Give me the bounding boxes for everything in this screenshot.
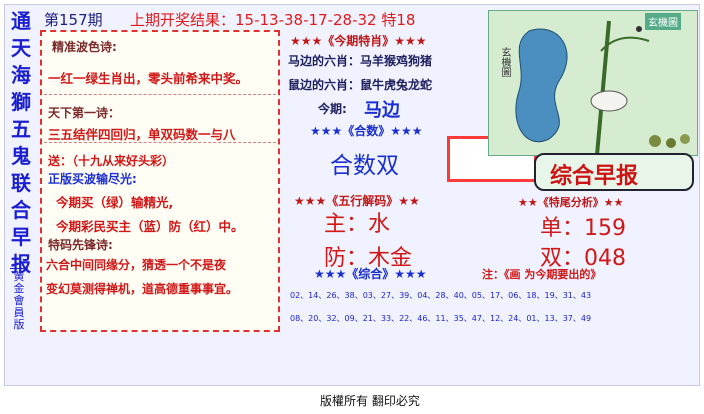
wave-poem-line: 一红一绿生肖出，零头前希来中奖。 [48,71,249,86]
wuxing-heading: ★★★《五行解码》★★ [294,194,420,208]
today-value: 马边 [364,100,400,121]
puzzle-watermark: 玄機圖 [645,13,681,30]
title-subtitle: 黄金會員版 [10,268,28,331]
heshu-value: 合数双 [330,153,399,179]
special-poem-title: 特码先锋诗: [48,238,113,252]
title-char: 联 [11,171,31,195]
heshu-heading: ★★★《合数》★★★ [310,124,423,138]
special-poem-line-2: 变幻莫测得禅机，道高德重事事宜。 [46,282,239,296]
divider [44,142,276,143]
brand-text: 综合早报 [550,164,639,189]
special-poem-line-1: 六合中间同缘分，猜透一个不是夜 [46,258,227,272]
guard-element: 防：木金 [324,246,413,271]
title-char: 合 [11,198,31,222]
issue-number: 第157期 [44,11,103,29]
footer-copyright: 版權所有 翻印必究 [320,394,420,408]
puzzle-illustration [489,11,697,156]
horse-side-zodiacs: 马边的六肖：马羊猴鸡狗猪 [288,54,433,68]
puzzle-label: 玄機圖 [499,47,510,77]
main-element: 主：水 [324,212,391,237]
tail-analysis-heading: ★★《特尾分析》★★ [518,196,624,209]
brand-banner: 综合早报 [534,153,694,191]
even-tail: 双：048 [540,246,626,271]
puzzle-image: 玄機圖 玄機圖 [488,10,698,156]
title-char: 早 [11,225,31,249]
vertical-title: 通 天 海 獅 五 鬼 联 合 早 报 [8,8,34,340]
divider [44,94,276,95]
number-row-2: 08、20、32、09、21、33、22、46、11、35、47、12、24、0… [290,314,592,323]
title-char: 五 [11,117,31,141]
title-char: 通 [11,9,31,33]
poem-box: 精准波色诗: 一红一绿生肖出，零头前希来中奖。 天下第一诗： 三五结伴四回归，单… [40,30,280,332]
note: 注：《画 为今期要出的》 [482,268,602,281]
title-char: 鬼 [11,144,31,168]
combo-heading: ★★★《综合》★★★ [314,267,427,281]
number-row-1: 02、14、26、38、03、27、39、04、28、40、05、17、06、1… [290,291,592,300]
new-poem-line-1: 今期买（绿）输精光, [56,195,174,210]
today-label: 今期: [318,102,347,116]
wave-poem-title: 精准波色诗: [52,40,117,54]
new-poem-line-2: 今期彩民买主（蓝）防（红）中。 [56,219,244,234]
title-char: 獅 [11,90,31,114]
last-results: 上期开奖结果：15-13-38-17-28-32 特18 [130,11,416,29]
title-char: 海 [11,63,31,87]
rat-side-zodiacs: 鼠边的六肖：鼠牛虎兔龙蛇 [288,78,433,92]
title-char: 报 [11,252,31,276]
title-char: 天 [11,36,31,60]
first-poem-line: 三五结伴四回归，单双码数一与八 [48,127,236,142]
odd-tail: 单：159 [540,216,626,241]
new-poem-title: 正版买波输尽光: [48,172,137,186]
first-poem-title: 天下第一诗： [48,106,121,120]
special-zodiac-heading: ★★★《今期特肖》★★★ [290,34,427,48]
send-line: 送：（十九从来好头彩） [48,154,175,168]
